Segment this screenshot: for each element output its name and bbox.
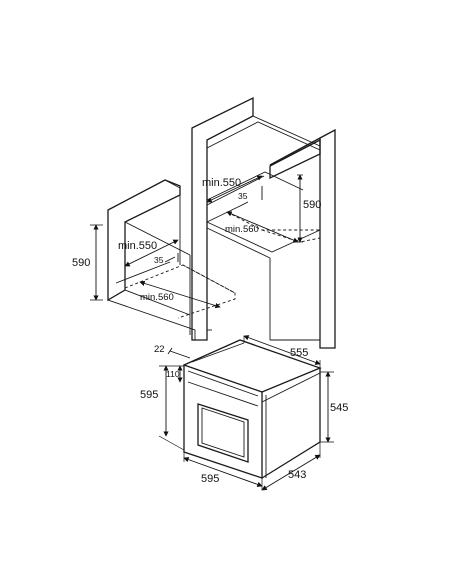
dim-oven-offset (167, 347, 191, 359)
upper-width-label: min.550 (202, 177, 241, 189)
oven-panel-label: 110 (166, 369, 180, 379)
dim-oven-width (183, 452, 263, 490)
oven-body-height-label: 545 (330, 402, 348, 414)
dim-left-gap (164, 253, 179, 263)
tall-cabinet (191, 96, 336, 349)
oven-front-height-label: 595 (140, 389, 158, 401)
dim-upper-depth (226, 211, 299, 243)
upper-height-label: 590 (303, 199, 321, 211)
oven (183, 339, 322, 479)
dim-left-depth (139, 280, 221, 309)
base-cabinet (107, 179, 236, 340)
upper-gap-label: 35 (238, 191, 248, 201)
oven-body-depth-label: 543 (288, 469, 306, 481)
dim-left-width (124, 239, 179, 267)
upper-depth-label: min.560 (225, 224, 259, 235)
oven-depth-label: 555 (290, 347, 308, 359)
oven-front-width-label: 595 (201, 473, 219, 485)
dim-upper-gap (239, 186, 263, 207)
left-gap-label: 35 (154, 255, 164, 265)
dim-oven-body-depth (261, 442, 321, 491)
left-width-label: min.550 (118, 240, 157, 252)
oven-offset-label: 22 (154, 344, 165, 355)
dim-oven-height (158, 365, 185, 451)
dim-oven-body-height (320, 371, 334, 443)
left-depth-label: min.560 (140, 292, 174, 303)
left-height-label: 590 (72, 257, 90, 269)
dim-left-height (90, 224, 103, 301)
dim-oven-depth (243, 335, 321, 368)
dim-upper-width (206, 175, 263, 203)
